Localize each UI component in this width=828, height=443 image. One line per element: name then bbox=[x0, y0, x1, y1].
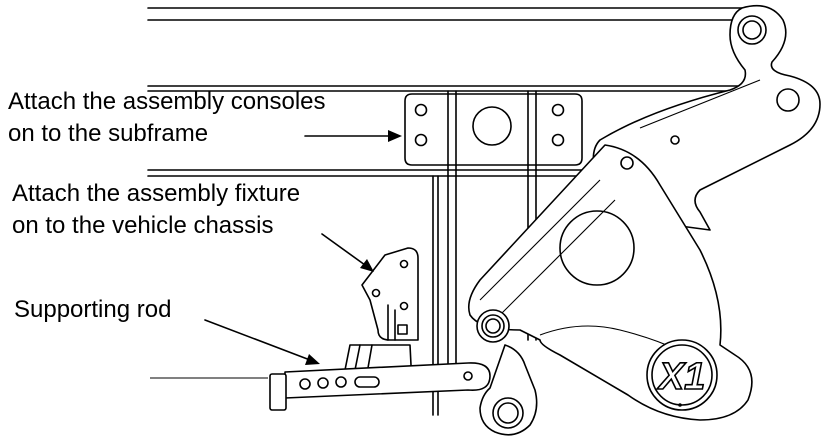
rod-label: Supporting rod bbox=[14, 296, 172, 323]
console-plate bbox=[404, 93, 583, 166]
fixture-label-line2: on to the vehicle chassis bbox=[12, 212, 274, 239]
lower-beam bbox=[147, 169, 611, 177]
consoles-callout: Attach the assembly consoles on to the s… bbox=[8, 86, 326, 150]
consoles-label-line1: Attach the assembly consoles bbox=[8, 88, 326, 115]
badge-text: X1 bbox=[657, 356, 705, 398]
assembly-fixture bbox=[341, 247, 419, 386]
leader-lines bbox=[204, 130, 402, 365]
x1-badge: X1 bbox=[646, 339, 718, 411]
rod-callout: Supporting rod bbox=[14, 294, 171, 326]
supporting-rod bbox=[150, 362, 491, 411]
fixture-label-line1: Attach the assembly fixture bbox=[12, 180, 301, 207]
consoles-label-line2: on to the subframe bbox=[8, 120, 209, 147]
lower-link bbox=[476, 309, 538, 436]
fixture-callout: Attach the assembly fixture on to the ve… bbox=[12, 178, 300, 242]
top-beam bbox=[147, 7, 761, 92]
